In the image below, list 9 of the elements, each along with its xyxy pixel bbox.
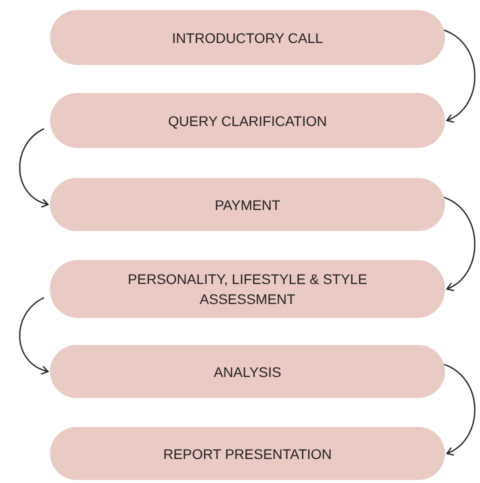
step-label: REPORT PRESENTATION xyxy=(163,444,332,464)
curved-arrow xyxy=(19,297,49,374)
step-label: ANALYSIS xyxy=(214,362,282,382)
step-pill xyxy=(50,260,445,318)
step-label: PAYMENT xyxy=(214,196,280,214)
step-label: PERSONALITY, LIFESTYLE & STYLE ASSESSMENT xyxy=(126,270,368,309)
step-label: QUERY CLARIFICATION xyxy=(168,112,327,130)
curved-arrow xyxy=(19,128,49,207)
step-label: INTRODUCTORY CALL xyxy=(172,28,323,48)
